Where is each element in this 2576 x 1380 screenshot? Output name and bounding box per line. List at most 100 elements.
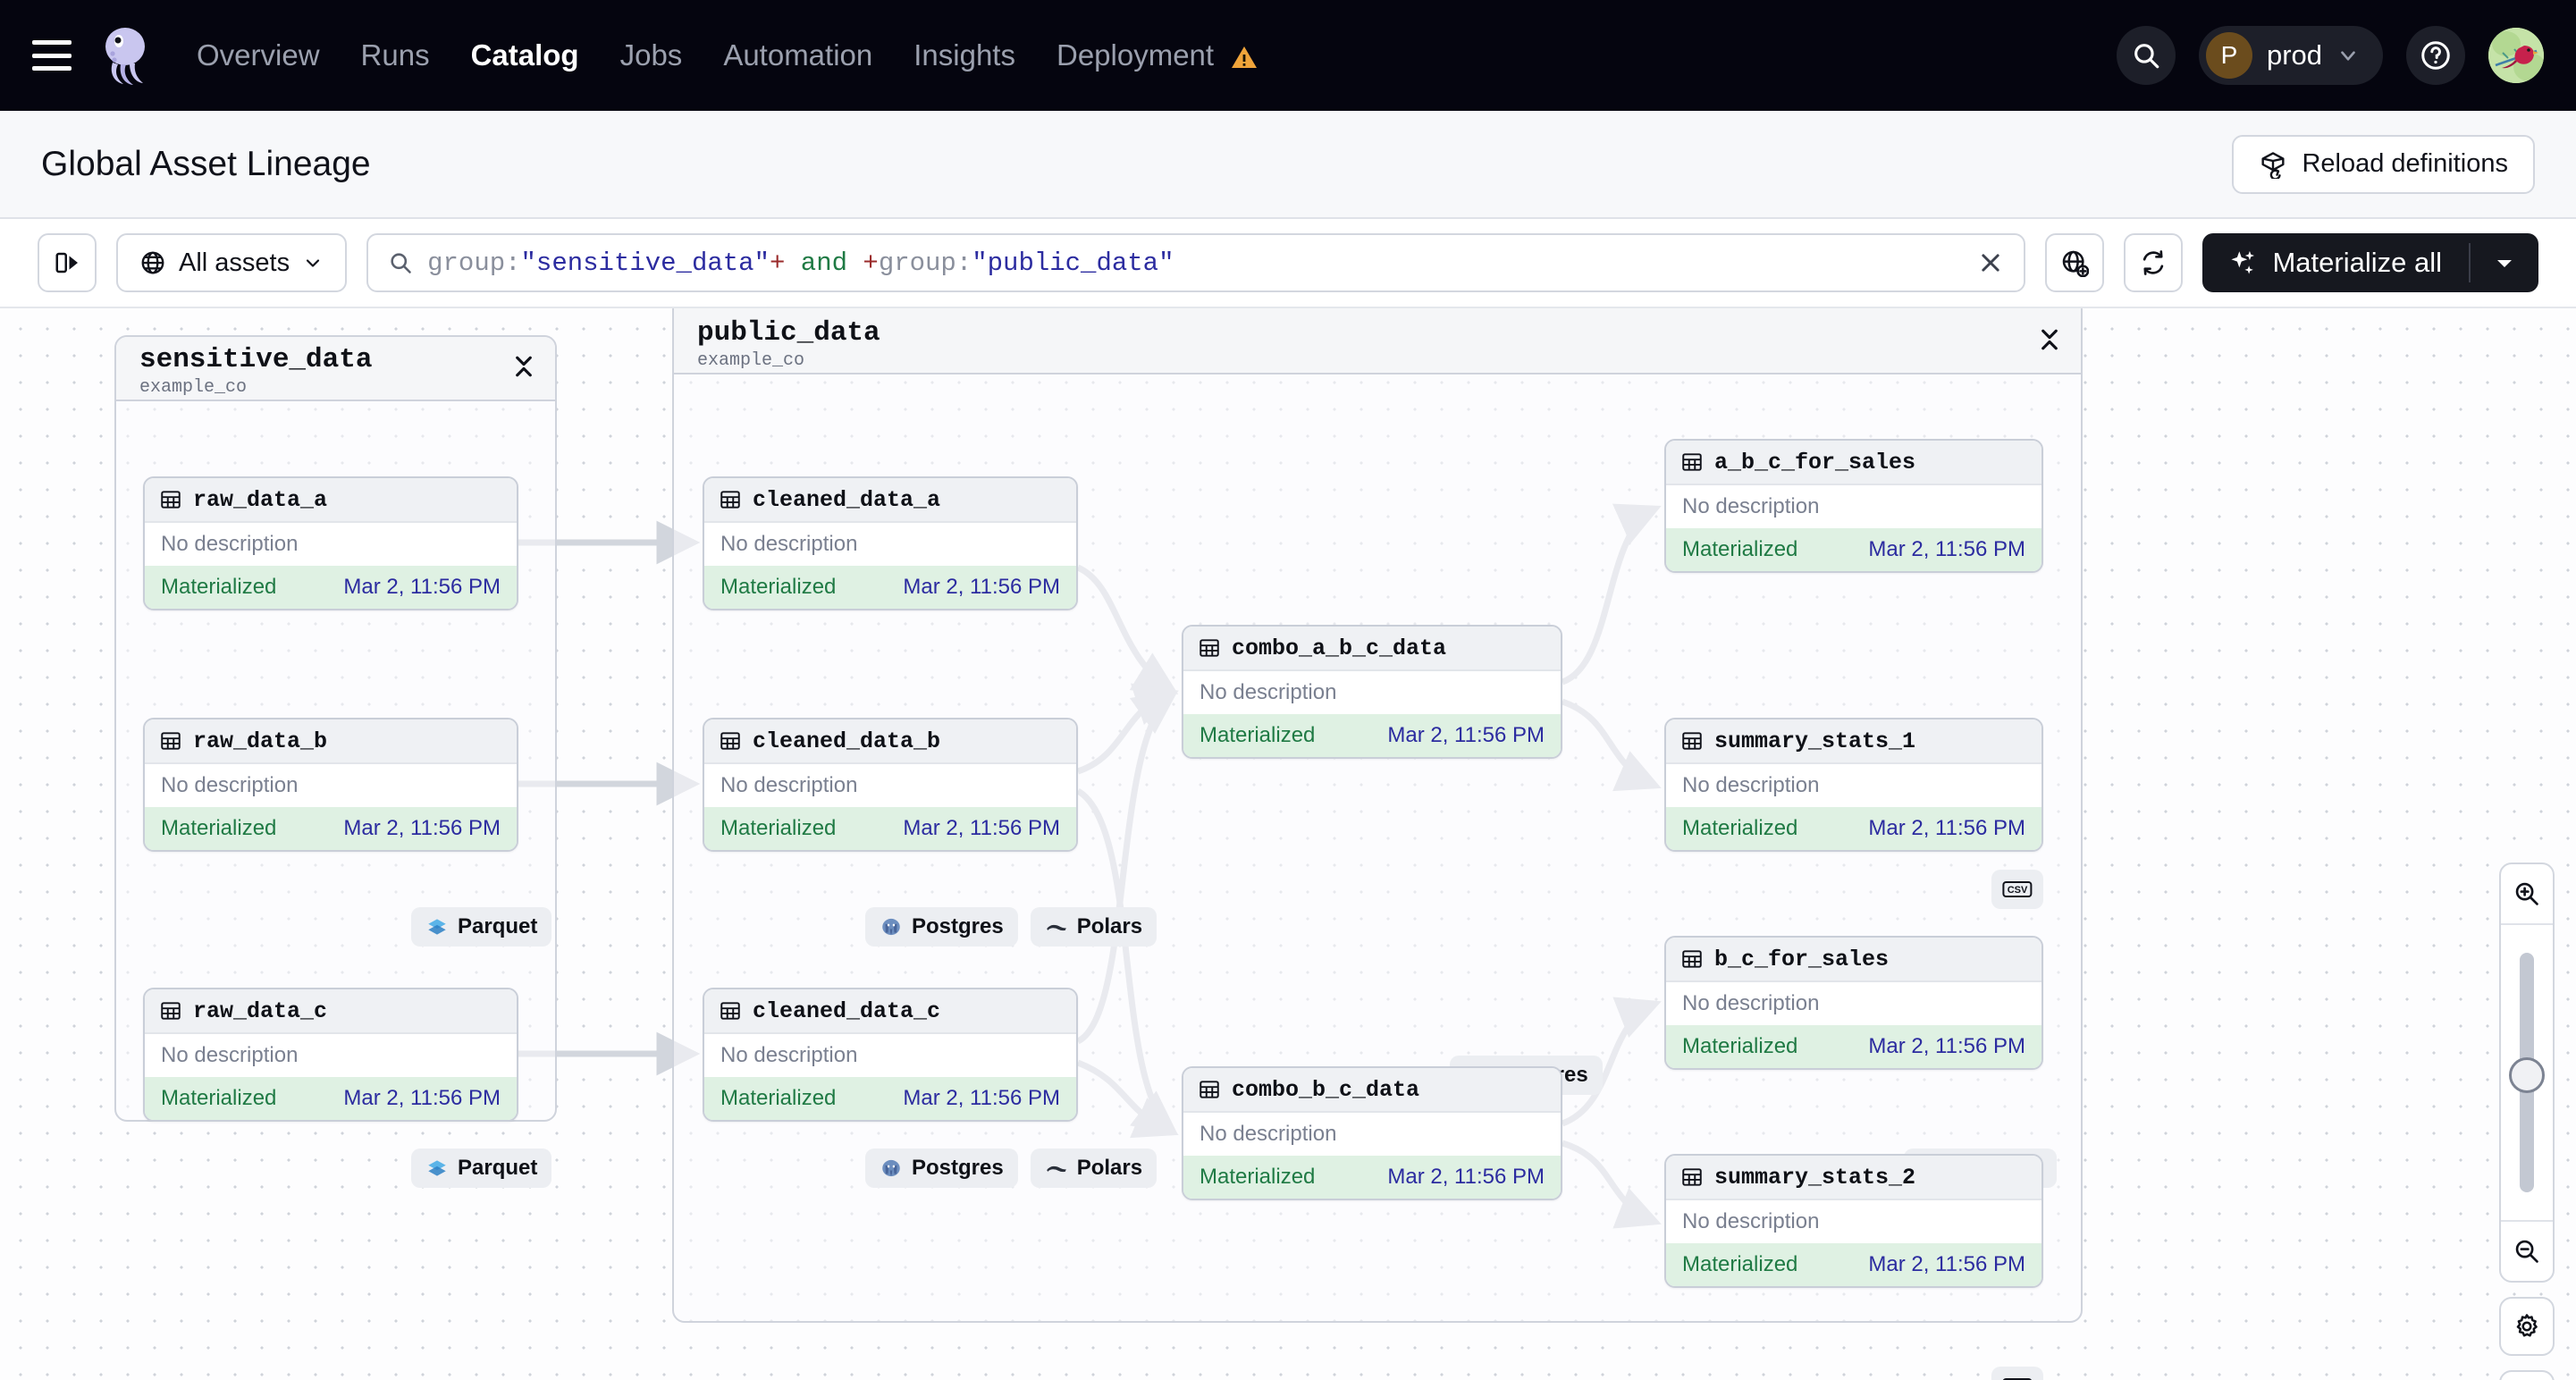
- nav-link-jobs[interactable]: Jobs: [619, 38, 683, 72]
- asset-scope-selector[interactable]: All assets: [116, 233, 348, 292]
- tag-csv[interactable]: CSV: [1991, 1367, 2043, 1380]
- status-timestamp: Mar 2, 11:56 PM: [343, 816, 501, 840]
- zoom-controls: [2499, 862, 2555, 1380]
- dagster-logo-icon[interactable]: [93, 23, 157, 88]
- table-icon: [161, 491, 181, 509]
- lineage-canvas[interactable]: sensitive_data example_co public_data ex…: [0, 308, 2576, 1380]
- query-token-6: "public_data": [972, 248, 1174, 278]
- status-timestamp: Mar 2, 11:56 PM: [903, 1086, 1060, 1110]
- asset-scope-label: All assets: [179, 248, 290, 277]
- status-label: Materialized: [720, 816, 837, 840]
- asset-node-combo_b_c_data[interactable]: combo_b_c_data No description Materializ…: [1182, 1066, 1562, 1200]
- nav-link-automation[interactable]: Automation: [723, 38, 873, 72]
- zoom-out-icon[interactable]: [2501, 1222, 2553, 1281]
- asset-node-cleaned_data_a[interactable]: cleaned_data_a No description Materializ…: [703, 476, 1078, 610]
- reload-definitions-button[interactable]: Reload definitions: [2232, 134, 2535, 194]
- asset-node-cleaned_data_c[interactable]: cleaned_data_c No description Materializ…: [703, 988, 1078, 1122]
- collapse-vertical-icon[interactable]: [2036, 324, 2063, 355]
- zoom-slider-knob[interactable]: [2509, 1057, 2545, 1093]
- tag-csv[interactable]: CSV: [1991, 870, 2043, 909]
- materialize-dropdown-toggle[interactable]: [2471, 256, 2538, 270]
- page-title: Global Asset Lineage: [41, 144, 371, 183]
- divider: [2501, 1220, 2553, 1222]
- asset-tags-a_b_c_for_sales: CSV: [1991, 870, 2043, 909]
- asset-node-status: Materialized Mar 2, 11:56 PM: [704, 1077, 1076, 1120]
- asset-search-input[interactable]: group:"sensitive_data"+ and +group:"publ…: [366, 233, 2026, 292]
- asset-node-status: Materialized Mar 2, 11:56 PM: [145, 807, 517, 850]
- page-header: Global Asset Lineage Reload definitions: [0, 111, 2576, 219]
- globe-plus-icon[interactable]: [2045, 233, 2105, 292]
- materialize-all-main[interactable]: Materialize all: [2202, 247, 2469, 279]
- tag-parquet[interactable]: Parquet: [411, 907, 552, 947]
- asset-node-summary_stats_1[interactable]: summary_stats_1 No description Materiali…: [1664, 718, 2043, 852]
- table-icon: [720, 1002, 740, 1020]
- tag-parquet[interactable]: Parquet: [411, 1149, 552, 1188]
- collapse-vertical-icon[interactable]: [510, 351, 537, 382]
- status-label: Materialized: [1200, 723, 1316, 747]
- nav-link-overview[interactable]: Overview: [197, 38, 320, 72]
- asset-node-title: a_b_c_for_sales: [1714, 449, 1916, 475]
- asset-node-title: raw_data_b: [193, 728, 328, 754]
- asset-node-summary_stats_2[interactable]: summary_stats_2 No description Materiali…: [1664, 1154, 2043, 1288]
- status-label: Materialized: [1682, 1252, 1798, 1276]
- status-timestamp: Mar 2, 11:56 PM: [1868, 816, 2025, 840]
- query-token-0: group:: [427, 248, 521, 278]
- asset-node-title: cleaned_data_b: [753, 728, 941, 754]
- nav-link-catalog[interactable]: Catalog: [470, 38, 579, 72]
- status-timestamp: Mar 2, 11:56 PM: [1868, 537, 2025, 561]
- user-avatar[interactable]: [2488, 28, 2544, 83]
- table-icon: [1682, 732, 1702, 750]
- asset-node-title: b_c_for_sales: [1714, 946, 1890, 972]
- asset-node-raw_data_c[interactable]: raw_data_c No description Materialized M…: [143, 988, 518, 1122]
- zoom-slider[interactable]: [2501, 925, 2553, 1220]
- materialize-all-button[interactable]: Materialize all: [2202, 233, 2538, 292]
- group-header-sensitive_data[interactable]: sensitive_data example_co: [116, 337, 555, 401]
- refresh-icon[interactable]: [2124, 233, 2184, 292]
- nav-link-runs[interactable]: Runs: [360, 38, 430, 72]
- asset-node-header: a_b_c_for_sales: [1666, 441, 2041, 485]
- asset-node-cleaned_data_b[interactable]: cleaned_data_b No description Materializ…: [703, 718, 1078, 852]
- asset-node-status: Materialized Mar 2, 11:56 PM: [1666, 1025, 2041, 1068]
- asset-node-a_b_c_for_sales[interactable]: a_b_c_for_sales No description Materiali…: [1664, 439, 2043, 573]
- csv-icon: CSV: [2002, 881, 2033, 897]
- status-label: Materialized: [161, 575, 277, 599]
- nav-right-actions: P prod: [2116, 26, 2544, 85]
- polars-icon: [1046, 924, 1066, 931]
- zoom-in-icon[interactable]: [2501, 864, 2553, 923]
- asset-node-status: Materialized Mar 2, 11:56 PM: [1666, 807, 2041, 850]
- tag-polars[interactable]: Polars: [1030, 1149, 1158, 1188]
- nav-link-insights[interactable]: Insights: [913, 38, 1015, 72]
- download-circle-icon[interactable]: [2499, 1370, 2555, 1380]
- asset-node-description: No description: [704, 764, 1076, 807]
- help-circle-icon[interactable]: [2406, 26, 2465, 85]
- asset-node-header: summary_stats_1: [1666, 719, 2041, 764]
- tag-postgres[interactable]: Postgres: [865, 1149, 1018, 1188]
- table-icon: [1200, 639, 1219, 657]
- spacer: [2499, 1283, 2555, 1297]
- group-header-public_data[interactable]: public_data example_co: [674, 308, 2081, 374]
- divider: [2501, 923, 2553, 925]
- panel-expand-icon[interactable]: [38, 233, 97, 292]
- tag-label: Postgres: [912, 1156, 1004, 1180]
- asset-node-b_c_for_sales[interactable]: b_c_for_sales No description Materialize…: [1664, 936, 2043, 1070]
- asset-tags-cleaned_data_a: Postgres Polars: [865, 907, 1158, 947]
- table-icon: [1682, 1168, 1702, 1186]
- asset-node-title: raw_data_a: [193, 486, 328, 513]
- close-x-icon[interactable]: [1977, 249, 2004, 276]
- reload-definitions-label: Reload definitions: [2302, 149, 2508, 178]
- asset-node-raw_data_b[interactable]: raw_data_b No description Materialized M…: [143, 718, 518, 852]
- query-token-2: +: [769, 248, 786, 278]
- search-icon[interactable]: [2116, 26, 2176, 85]
- status-label: Materialized: [161, 816, 277, 840]
- tag-postgres[interactable]: Postgres: [865, 907, 1018, 947]
- nav-link-deployment[interactable]: Deployment: [1051, 33, 1263, 78]
- asset-node-raw_data_a[interactable]: raw_data_a No description Materialized M…: [143, 476, 518, 610]
- asset-node-header: raw_data_c: [145, 989, 517, 1034]
- hamburger-menu-icon[interactable]: [32, 40, 72, 71]
- gear-icon[interactable]: [2499, 1297, 2555, 1356]
- table-icon: [161, 1002, 181, 1020]
- nav-links: Overview Runs Catalog Jobs Automation In…: [191, 33, 1263, 78]
- tag-polars[interactable]: Polars: [1030, 907, 1158, 947]
- deployment-switcher[interactable]: P prod: [2198, 26, 2383, 85]
- asset-node-combo_a_b_c_data[interactable]: combo_a_b_c_data No description Material…: [1182, 625, 1562, 759]
